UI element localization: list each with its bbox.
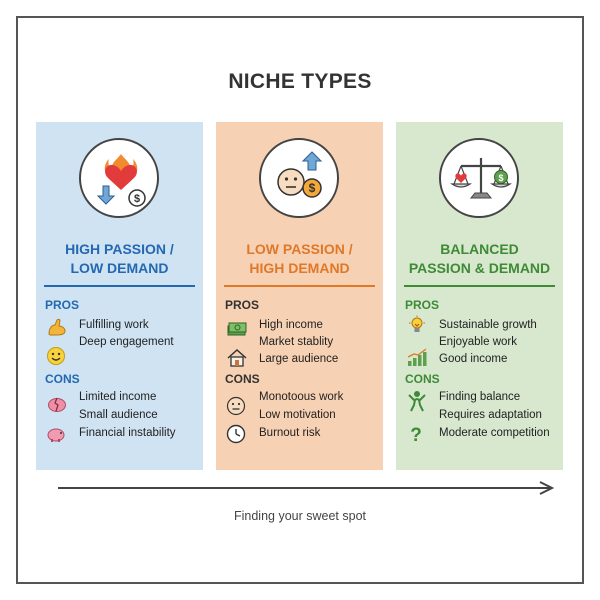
column-high-demand: $ LOW PASSION / HIGH DEMAND PROS High in…: [216, 122, 383, 470]
flexed-arm-icon: [46, 317, 68, 337]
progress-arrow: [58, 480, 555, 496]
heading-divider: [404, 285, 555, 287]
balance-scale-icon: $: [439, 138, 519, 218]
con-item: Requires adaptation: [439, 409, 542, 421]
neutral-face-icon: [226, 396, 248, 416]
broken-piggy-bank-icon: [46, 394, 68, 414]
footer-caption: Finding your sweet spot: [233, 509, 366, 523]
pros-label: PROS: [45, 298, 80, 312]
con-item: Moderate competition: [439, 427, 550, 439]
con-item: Burnout risk: [259, 427, 321, 439]
pro-item: Deep engagement: [79, 336, 174, 348]
cons-label: CONS: [225, 372, 260, 386]
svg-text:$: $: [134, 193, 140, 205]
person-icon: [406, 390, 428, 412]
con-item: Low motivation: [259, 409, 336, 421]
cons-label: CONS: [405, 372, 440, 386]
svg-text:$: $: [309, 181, 316, 195]
column-heading: HIGH PASSION / LOW DEMAND: [65, 241, 174, 276]
con-item: Limited income: [79, 391, 157, 403]
pro-item: Enjoyable work: [439, 336, 517, 348]
heart-fire-dollar-down-icon: $: [79, 138, 159, 218]
heading-divider: [224, 285, 375, 287]
question-mark-icon: ?: [406, 424, 428, 446]
con-item: Financial instability: [79, 427, 176, 439]
svg-text:?: ?: [410, 425, 422, 444]
house-icon: [226, 348, 248, 368]
bar-chart-icon: [406, 348, 428, 368]
cons-label: CONS: [45, 372, 80, 386]
con-item: Small audience: [79, 409, 158, 421]
column-high-passion: $ HIGH PASSION / LOW DEMAND PROS Fulfill…: [36, 122, 203, 470]
pro-item: Large audience: [259, 353, 339, 365]
pro-item: Market stablity: [259, 336, 334, 348]
clock-icon: [226, 424, 248, 444]
pro-item: Sustainable growth: [439, 319, 537, 331]
money-stack-icon: [226, 318, 248, 338]
smiley-icon: [46, 346, 68, 366]
neutral-face-dollar-up-icon: $: [259, 138, 339, 218]
pros-label: PROS: [225, 298, 260, 312]
con-item: Finding balance: [439, 391, 521, 403]
column-balanced: $ BALANCED PASSION & DEMAND PROS Sustain…: [396, 122, 563, 470]
svg-text:$: $: [498, 173, 503, 183]
heading-divider: [44, 285, 195, 287]
con-item: Monotoous work: [259, 391, 344, 403]
column-heading: LOW PASSION / HIGH DEMAND: [246, 241, 353, 276]
piggy-bank-icon: [46, 424, 68, 444]
pro-item: Good income: [439, 353, 508, 365]
pro-item: High income: [259, 319, 323, 331]
diagram-title: NICHE TYPES: [228, 70, 372, 93]
pros-label: PROS: [405, 298, 440, 312]
pro-item: Fulfilling work: [79, 319, 149, 331]
lightbulb-icon: [406, 315, 428, 335]
column-heading: BALANCED PASSION & DEMAND: [408, 241, 551, 276]
